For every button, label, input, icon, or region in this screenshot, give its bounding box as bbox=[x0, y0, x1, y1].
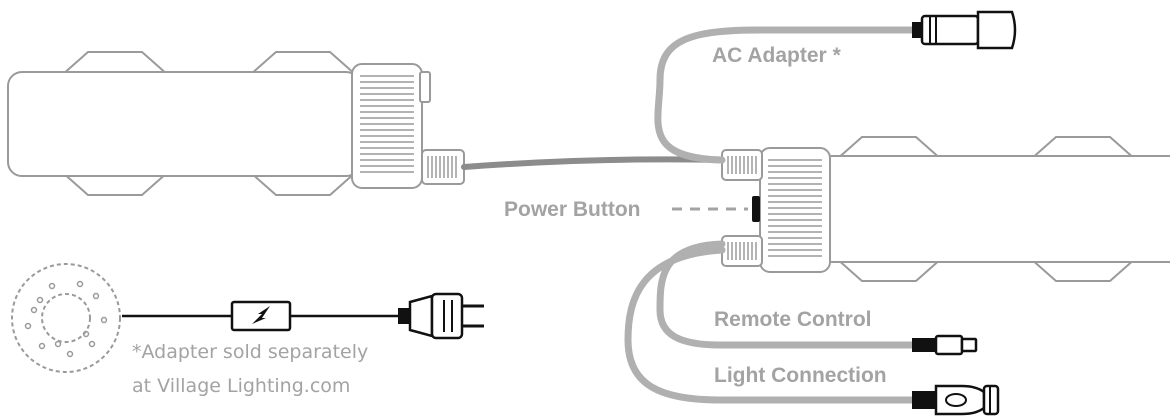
left-unit-small-tab bbox=[419, 71, 431, 103]
left-unit-connector-ridges bbox=[427, 156, 457, 178]
remote-plug-tip bbox=[960, 337, 978, 353]
note-line-1: *Adapter sold separately bbox=[132, 341, 368, 363]
label-ac-adapter: AC Adapter * bbox=[712, 44, 842, 67]
wall-plug-neck bbox=[408, 294, 434, 338]
left-unit-body bbox=[7, 71, 361, 177]
right-unit-cap-ridges bbox=[768, 159, 822, 257]
right-unit-body bbox=[819, 155, 1170, 263]
wreath-light bbox=[54, 340, 62, 348]
wall-plug-collar bbox=[398, 308, 410, 324]
wall-plug-body bbox=[430, 292, 464, 340]
wreath-light bbox=[66, 350, 74, 358]
right-light-unit bbox=[721, 136, 1170, 282]
left-unit-end-cap bbox=[351, 63, 423, 189]
wreath-light bbox=[100, 316, 108, 324]
wreath-light bbox=[76, 280, 84, 288]
ac-plug-grip bbox=[912, 22, 922, 38]
power-button[interactable] bbox=[752, 196, 760, 222]
light-plug-grip bbox=[912, 391, 936, 409]
label-remote-control: Remote Control bbox=[714, 308, 872, 331]
wreath-light bbox=[24, 322, 32, 330]
label-power-button: Power Button bbox=[504, 198, 641, 221]
wreath-light bbox=[36, 296, 44, 304]
lightning-bolt-icon bbox=[252, 306, 270, 324]
ac-plug-tip bbox=[976, 10, 1017, 50]
hub-connector-bottom-ridges bbox=[727, 242, 757, 260]
light-connection-cable bbox=[624, 246, 916, 404]
left-light-unit bbox=[7, 51, 465, 196]
wreath-inner bbox=[41, 293, 91, 343]
left-unit-cap-ridges bbox=[360, 75, 414, 173]
hub-connector-top-ridges bbox=[727, 156, 757, 174]
remote-plug-body bbox=[934, 334, 964, 356]
remote-plug-grip bbox=[912, 338, 936, 352]
ac-adapter-plug bbox=[912, 10, 1017, 50]
wall-plug-icon bbox=[398, 292, 484, 340]
wreath-lights bbox=[24, 280, 108, 358]
wreath-light bbox=[38, 342, 46, 350]
wreath-light bbox=[92, 292, 100, 300]
note-line-2: at Village Lighting.com bbox=[132, 375, 350, 397]
wreath-light bbox=[30, 306, 38, 314]
wreath-icon bbox=[11, 263, 121, 373]
interconnect-cable bbox=[461, 156, 725, 170]
label-light-connection: Light Connection bbox=[714, 364, 887, 387]
ac-adapter-cable bbox=[654, 26, 916, 164]
light-connection-plug bbox=[912, 384, 1000, 416]
wreath-light bbox=[48, 282, 56, 290]
light-plug-body bbox=[934, 384, 986, 416]
remote-control-cable bbox=[656, 240, 916, 349]
wreath-light bbox=[88, 340, 96, 348]
wreath-light bbox=[82, 330, 90, 338]
remote-control-plug bbox=[912, 334, 978, 356]
